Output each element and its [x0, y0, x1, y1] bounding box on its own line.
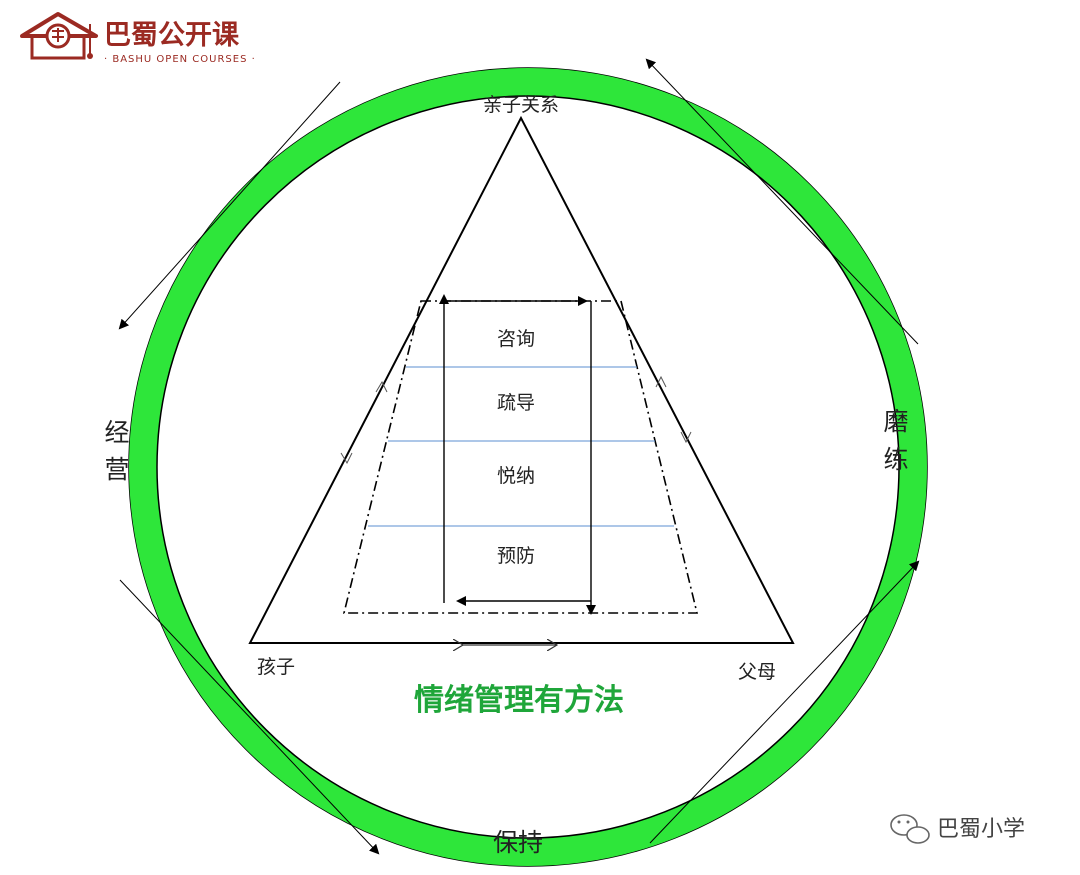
triangle-bottom-left-label: 孩子: [257, 656, 295, 678]
logo-name-en: · BASHU OPEN COURSES ·: [104, 54, 256, 65]
chevron-up-icon: [655, 375, 667, 388]
triangle-apex-label: 亲子关系: [483, 94, 559, 116]
layer-label-guide: 疏导: [497, 392, 535, 414]
ring-arrow-bottom-right: [649, 560, 920, 844]
ring-label-left-char-1: 经: [104, 418, 129, 447]
ring-arrow-bottom-left: [119, 579, 380, 855]
ring-label-bottom: 保持: [493, 828, 543, 857]
watermark: 巴蜀小学: [890, 814, 1025, 844]
wechat-icon: [890, 814, 930, 844]
layer-label-accept: 悦纳: [497, 465, 535, 487]
ring-label-right-char-1: 磨: [883, 407, 908, 436]
edge-chevrons: [340, 375, 692, 465]
inner-ring: [156, 95, 900, 839]
ring-arrow-top-left: [118, 81, 341, 330]
ring-label-right-char-2: 练: [883, 445, 908, 474]
triangle-bottom-right-label: 父母: [738, 661, 776, 683]
method-trapezoid: [342, 300, 699, 614]
ring-label-left-char-2: 营: [104, 455, 129, 484]
layer-dividers: [368, 366, 674, 527]
logo-name-cn: 巴蜀公开课: [104, 20, 240, 51]
layer-label-prevent: 预防: [497, 545, 535, 567]
diagram-title: 情绪管理有方法: [414, 683, 624, 718]
ring-arrows: [118, 58, 920, 855]
logo: 巴蜀公开课 · BASHU OPEN COURSES ·: [20, 12, 256, 65]
layer-label-consult: 咨询: [497, 328, 535, 350]
watermark-text: 巴蜀小学: [937, 817, 1025, 842]
ring-arrow-top-right: [645, 58, 919, 345]
ring-band: [129, 68, 927, 866]
logo-emblem-icon: [20, 12, 98, 60]
chevron-down-icon: [680, 431, 692, 444]
flow-arrows: [439, 294, 596, 615]
chevron-down-icon: [340, 452, 353, 465]
chevron-up-icon: [375, 380, 388, 393]
